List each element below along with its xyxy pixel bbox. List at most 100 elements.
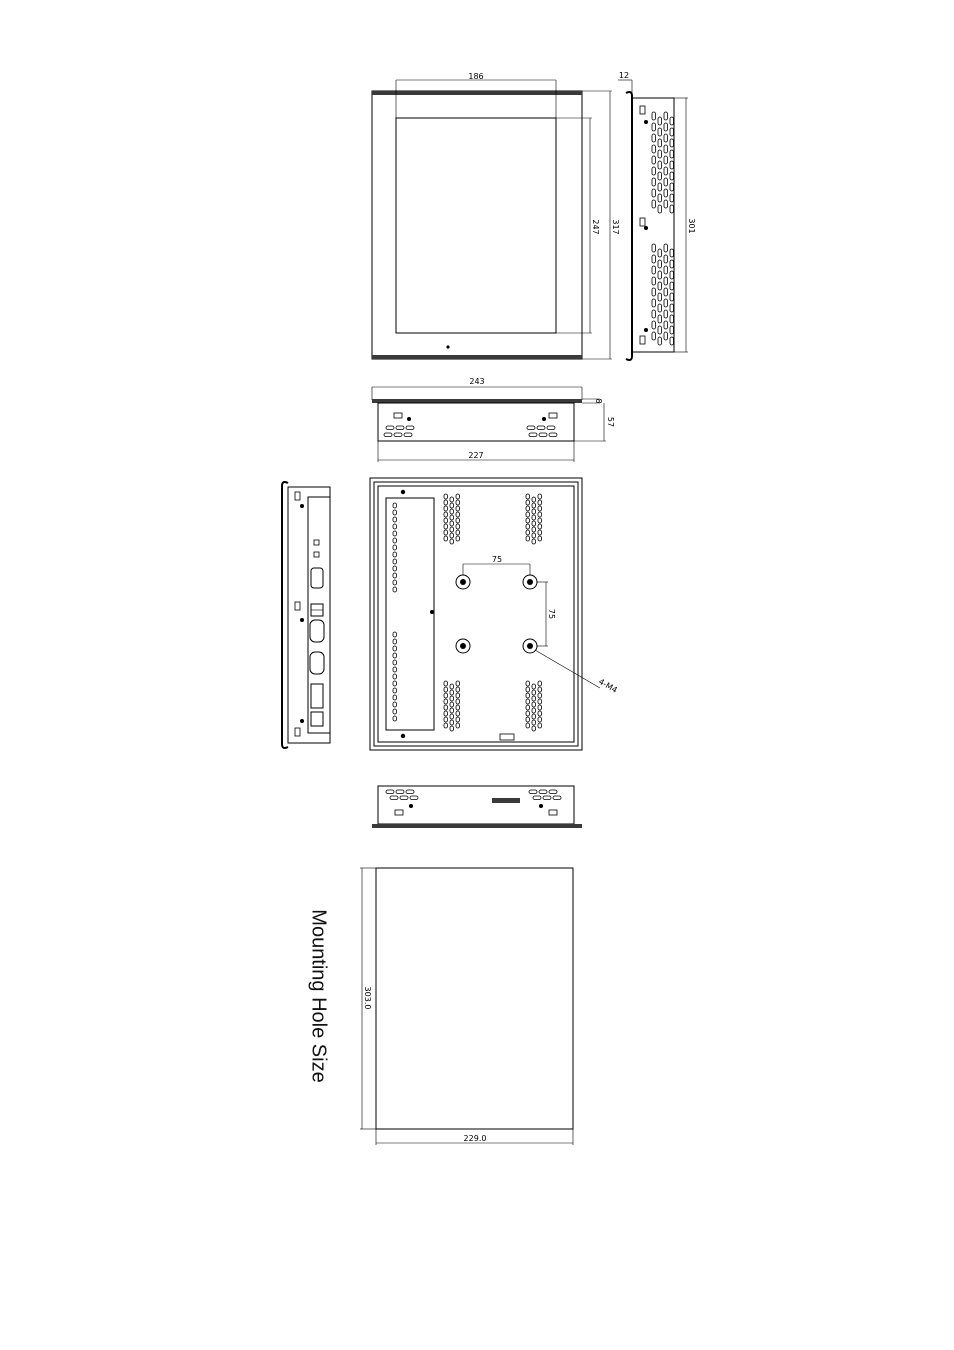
vesa-hole-3	[455, 638, 471, 654]
dim-label-243: 243	[469, 377, 484, 386]
vent-slot	[392, 673, 397, 680]
side-bracket-3	[639, 335, 646, 345]
vent-slot	[663, 133, 668, 143]
vent-slot	[537, 499, 542, 506]
vent-slot	[669, 193, 674, 203]
vent-slot	[663, 188, 668, 198]
vent-slot	[651, 188, 656, 198]
vent-slot	[531, 689, 536, 696]
rear-outer	[369, 477, 583, 751]
front-screen	[395, 117, 557, 334]
vent-slot	[383, 432, 393, 437]
vent-slot	[385, 425, 395, 430]
vent-slot	[663, 276, 668, 286]
vent-slot	[663, 155, 668, 165]
vent-slot	[531, 508, 536, 515]
side-screw-3	[644, 328, 648, 332]
vent-slot	[455, 692, 460, 699]
vent-slot	[657, 193, 662, 203]
vent-slot	[548, 789, 558, 794]
vent-slot	[663, 309, 668, 319]
front-bezel-bottom-edge	[372, 355, 582, 359]
bottom-bezel	[372, 824, 582, 828]
vent-slot	[663, 320, 668, 330]
vent-slot	[651, 243, 656, 253]
vent-slot	[657, 116, 662, 126]
top-view: 243 8 57 227	[371, 377, 615, 462]
dim-label-317: 317	[611, 219, 620, 234]
front-bezel-outline	[371, 90, 583, 360]
vent-slot	[399, 795, 409, 800]
vent-slot	[392, 645, 397, 652]
vent-slot	[443, 517, 448, 524]
rear-screw-bottom	[400, 733, 406, 739]
vent-slot	[657, 182, 662, 192]
vent-slot	[663, 298, 668, 308]
vent-slot	[651, 199, 656, 209]
vent-slot	[528, 789, 538, 794]
vent-slot	[525, 710, 530, 717]
vent-slot	[669, 259, 674, 269]
side-screw-1	[644, 120, 648, 124]
io-bracket-3	[294, 727, 301, 737]
vent-slot	[392, 572, 397, 579]
vent-slot	[531, 502, 536, 509]
vent-slot	[537, 493, 542, 500]
vent-slot	[455, 704, 460, 711]
vent-slot	[537, 517, 542, 524]
vent-slot	[657, 127, 662, 137]
vent-slot	[669, 171, 674, 181]
vent-slot	[532, 795, 542, 800]
top-bracket-right	[548, 412, 558, 419]
vent-slot	[531, 701, 536, 708]
vent-slot	[669, 314, 674, 324]
vent-slot	[449, 689, 454, 696]
vent-slot	[392, 701, 397, 708]
rear-board-panel	[385, 497, 435, 731]
vent-slot	[449, 514, 454, 521]
vent-slot	[538, 432, 548, 437]
vent-slot	[651, 309, 656, 319]
rear-view: 75 75 4-M4	[369, 477, 619, 751]
dim-label-301: 301	[687, 218, 696, 233]
side-body	[631, 97, 675, 353]
vent-slot	[657, 292, 662, 302]
vent-slot	[531, 695, 536, 702]
vent-slot	[669, 116, 674, 126]
vent-slot	[651, 265, 656, 275]
side-view-io	[281, 481, 331, 749]
vent-slot	[443, 529, 448, 536]
io-screw-3	[300, 719, 304, 723]
dim-label-57: 57	[606, 417, 615, 427]
vent-slot	[538, 789, 548, 794]
vent-slot	[531, 496, 536, 503]
vent-slot	[443, 698, 448, 705]
vent-slot	[546, 425, 556, 430]
serial-port-1	[309, 619, 325, 643]
vent-slot	[449, 725, 454, 732]
vent-slot	[443, 716, 448, 723]
vent-slot	[669, 160, 674, 170]
vent-slot	[657, 171, 662, 181]
vent-slot	[669, 281, 674, 291]
vent-slot	[449, 538, 454, 545]
side-screw-2	[644, 226, 648, 230]
io-screw-2	[300, 618, 304, 622]
io-bracket-2	[294, 601, 301, 611]
vent-slot	[536, 425, 546, 430]
vent-slot	[651, 144, 656, 154]
vent-slot	[449, 520, 454, 527]
front-view: 186 247 317	[371, 72, 620, 360]
rear-cover	[377, 485, 575, 743]
vga-port	[310, 683, 324, 709]
vent-slot	[657, 259, 662, 269]
vent-slot	[392, 659, 397, 666]
vent-slot	[455, 511, 460, 518]
vent-slot	[663, 111, 668, 121]
top-screw-left	[407, 417, 411, 421]
io-side-bezel	[281, 481, 289, 749]
vent-slot	[392, 537, 397, 544]
vent-slot	[669, 303, 674, 313]
vent-slot	[531, 683, 536, 690]
